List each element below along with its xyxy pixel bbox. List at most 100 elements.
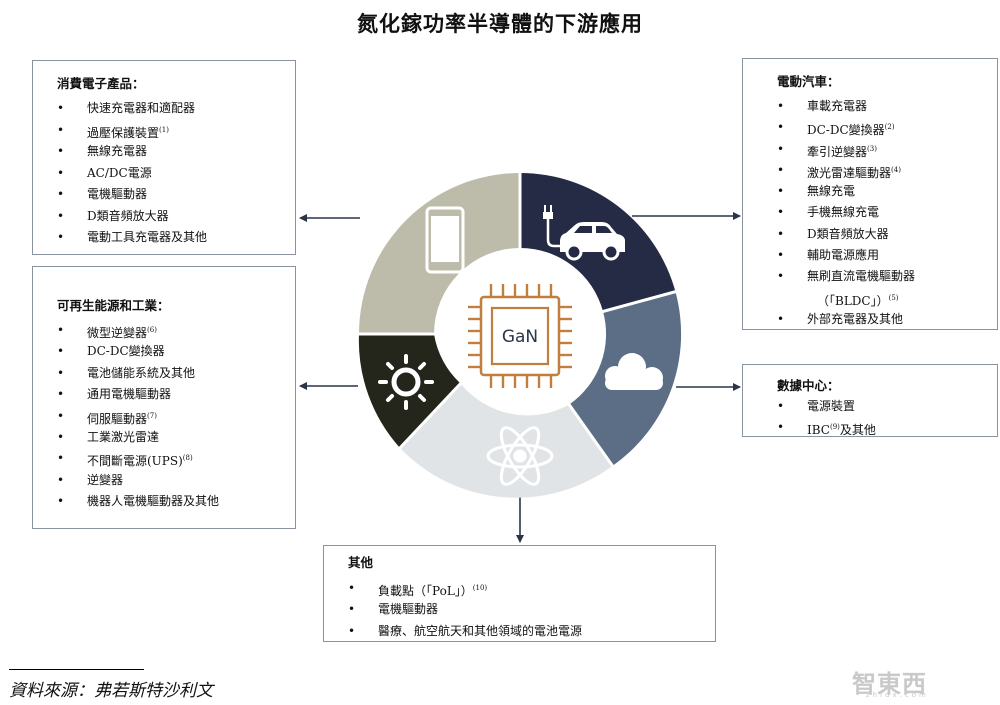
- list-item-text: 不間斷電源(UPS): [87, 454, 183, 469]
- list-item-text: D類音頻放大器: [807, 226, 889, 241]
- other-applications-box: 其他 •負載點（「PoL」）(10) • 電機驅動器 • 醫療、航空航天和其他領域的…: [323, 545, 716, 642]
- list-item: •AC/DC電源: [57, 163, 295, 185]
- list-item: • 微型逆變器(6): [57, 320, 295, 341]
- bullet: •: [57, 208, 65, 223]
- list-item-text: 外部充電器及其他: [807, 311, 904, 326]
- sun-icon: [378, 354, 434, 410]
- list-item: •DC-DC變換器: [57, 341, 295, 362]
- footnote-ref: (3): [867, 144, 877, 153]
- list-item: • 醫療、航空航天和其他領域的電池電源: [348, 621, 715, 642]
- chip-label: GaN: [502, 327, 538, 347]
- bullet: •: [777, 399, 785, 413]
- list-item: • 車載充電器: [777, 96, 997, 117]
- list-item: •過壓保護裝置(1): [57, 120, 295, 142]
- bullet: •: [777, 226, 785, 241]
- consumer-electronics-list: •快速充電器和適配器 •過壓保護裝置(1) •無線充電器 •AC/DC電源 •電…: [57, 98, 295, 249]
- bullet: •: [777, 311, 785, 326]
- list-item-text: 醫療、航空航天和其他領域的電池電源: [378, 623, 583, 638]
- bullet: •: [57, 451, 65, 466]
- list-item: • 輔助電源應用: [777, 245, 997, 266]
- footnote-ref: (2): [884, 123, 895, 132]
- list-item-text: 電動工具充電器及其他: [87, 230, 208, 244]
- list-item-text: 車載充電器: [807, 99, 868, 113]
- list-item-text: 電機驅動器: [378, 602, 439, 617]
- bullet: •: [777, 248, 785, 263]
- list-item: •無刷直流電機驅動器: [777, 266, 997, 287]
- list-item-text: 逆變器: [87, 472, 124, 487]
- list-item: •負載點（「PoL」）(10): [348, 578, 715, 599]
- data-center-box: 數據中心： • 電源裝置 •IBC(9)及其他: [742, 364, 998, 437]
- list-item: • 電源裝置: [777, 396, 997, 417]
- bullet: •: [57, 344, 65, 359]
- footnote-ref: (9): [829, 423, 840, 432]
- renewable-industrial-heading: 可再生能源和工業：: [57, 298, 170, 313]
- source-note: 資料來源：弗若斯特沙利文: [9, 681, 213, 701]
- list-item: • D類音頻放大器: [57, 206, 295, 228]
- list-item-text: 無線充電: [807, 184, 856, 199]
- list-item: •牽引逆變器(3): [777, 139, 997, 160]
- bullet: •: [57, 472, 65, 487]
- electric-vehicle-box: 電動汽車： •車載充電器 •DC-DC變換器(2) •牽引逆變器(3) •激光雷…: [742, 58, 998, 330]
- other-applications-heading: 其他: [348, 555, 374, 570]
- list-item-text: 微型逆變器: [87, 326, 148, 340]
- list-item-text: 牽引逆變器: [807, 144, 868, 159]
- smartphone-icon: [425, 206, 465, 274]
- bullet: •: [777, 269, 785, 284]
- cloud-icon: [605, 353, 663, 390]
- data-center-list: • 電源裝置 •IBC(9)及其他: [777, 396, 997, 439]
- footnote-ref: (1): [159, 125, 169, 134]
- bullet: •: [57, 144, 65, 158]
- bullet: •: [57, 494, 65, 509]
- footnote-ref: (6): [147, 326, 157, 334]
- bullet: •: [777, 99, 785, 113]
- bullet: •: [57, 101, 65, 115]
- list-item-text: 電池儲能系統及其他: [87, 365, 196, 380]
- list-item-text: DC-DC變換器: [807, 123, 885, 138]
- list-item-text: 伺服驅動器: [87, 411, 148, 426]
- diagram-title: 氮化鎵功率半導體的下游應用: [357, 12, 643, 36]
- list-item: •DC-DC變換器(2): [777, 117, 997, 138]
- footnote-ref: (5): [888, 293, 899, 302]
- bullet: •: [777, 205, 785, 220]
- list-item-text: 輔助電源應用: [807, 248, 880, 263]
- data-center-heading: 數據中心：: [777, 378, 840, 393]
- list-item: • D類音頻放大器: [777, 224, 997, 245]
- list-item-text: 電源裝置: [807, 399, 856, 413]
- source-divider: [9, 669, 144, 670]
- bullet: •: [57, 323, 65, 337]
- list-item: • 機器人電機驅動器及其他: [57, 491, 295, 512]
- segment-separators: [356, 170, 679, 469]
- list-item-text: 過壓保護裝置: [87, 125, 160, 140]
- bullet: •: [348, 602, 356, 617]
- bullet: •: [57, 387, 65, 402]
- list-item: •通用電機驅動器: [57, 384, 295, 405]
- atom-icon: [486, 426, 554, 486]
- list-item: •無線充電: [777, 181, 997, 202]
- footnote-ref: (7): [147, 411, 157, 420]
- list-item: •電機驅動器: [57, 184, 295, 206]
- list-item: • 伺服驅動器(7): [57, 406, 295, 427]
- list-item: •IBC(9)及其他: [777, 417, 997, 438]
- footnote-ref: (10): [472, 584, 488, 592]
- list-item-text: 激光雷達驅動器: [807, 165, 892, 180]
- list-item-text: 手機無線充電: [807, 205, 880, 220]
- bullet: •: [57, 408, 65, 423]
- bullet: •: [57, 165, 65, 180]
- list-item: • 電機驅動器: [348, 599, 715, 620]
- bullet: •: [348, 623, 356, 638]
- ev-charging-icon: [543, 205, 625, 261]
- list-item: •工業激光雷達: [57, 427, 295, 448]
- list-item-text: 快速充電器和適配器: [87, 101, 196, 115]
- electric-vehicle-list: •車載充電器 •DC-DC變換器(2) •牽引逆變器(3) •激光雷達驅動器(4…: [777, 96, 997, 330]
- list-item: • 快速充電器和適配器: [57, 98, 295, 120]
- consumer-electronics-heading: 消費電子產品：: [57, 76, 145, 91]
- list-item: • 手機無線充電: [777, 202, 997, 223]
- list-item-text: 工業激光雷達: [87, 429, 160, 444]
- bullet: •: [777, 162, 785, 177]
- list-item-text: 機器人電機驅動器及其他: [87, 494, 220, 509]
- list-item-text: 電機驅動器: [87, 187, 148, 201]
- list-item-text: D類音頻放大器: [87, 208, 169, 223]
- footnote-ref: (4): [891, 165, 901, 174]
- list-item: •不間斷電源(UPS)(8): [57, 448, 295, 469]
